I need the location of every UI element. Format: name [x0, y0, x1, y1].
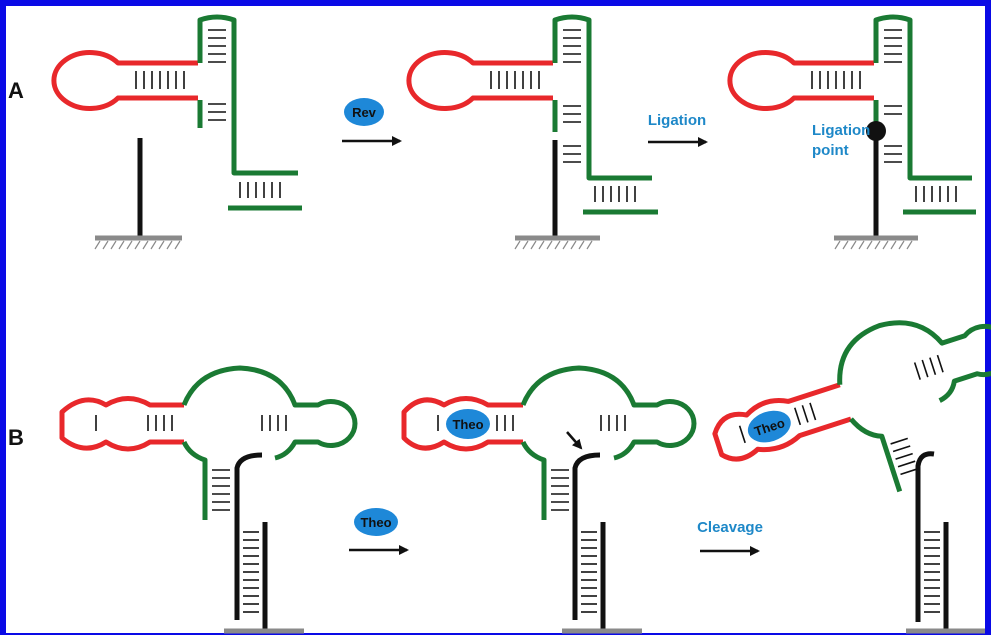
cleavage-label: Cleavage — [697, 519, 763, 536]
theo-label: Theo — [360, 515, 391, 530]
a-state-1 — [51, 14, 302, 250]
panel-label-a: A — [8, 78, 24, 103]
theo-bubble — [354, 508, 398, 536]
theo-step: Theo — [349, 508, 409, 555]
green-strand-top — [197, 14, 298, 176]
cleavage-site-arrow-icon — [566, 431, 583, 450]
rev-label: Rev — [352, 105, 377, 120]
red-strand — [406, 50, 553, 111]
ligation-label: Ligation — [648, 112, 706, 129]
panel-label-b: B — [8, 425, 24, 450]
cleavage-step: Cleavage — [697, 519, 763, 556]
green-strand — [520, 365, 697, 461]
green-strand-stem — [181, 440, 208, 520]
black-strand — [234, 452, 263, 620]
b-state-2: Theo — [401, 365, 697, 634]
theo-label-bound: Theo — [452, 417, 483, 432]
red-strand — [712, 382, 852, 462]
red-strand — [727, 50, 874, 111]
a-state-2 — [406, 14, 658, 250]
red-strand — [59, 396, 184, 452]
rev-bubble — [344, 98, 384, 126]
green-strand — [181, 365, 358, 461]
green-strand-stem — [520, 440, 547, 520]
black-strand — [572, 452, 601, 620]
theo-bubble-bound — [446, 409, 490, 439]
a-state-3: Ligation point — [727, 14, 976, 250]
base-pairs — [135, 71, 185, 89]
rev-step: Rev — [342, 98, 402, 146]
ligation-point-label-line1: Ligation — [812, 122, 870, 139]
green-strand-stem — [849, 417, 903, 493]
red-strand — [401, 396, 523, 452]
red-strand — [51, 50, 198, 111]
green-strand-top — [873, 14, 972, 181]
green-strand — [837, 320, 991, 403]
ligation-step: Ligation — [648, 112, 708, 147]
ligation-point-label-line2: point — [812, 142, 849, 159]
theo-bubble-bound — [747, 410, 791, 443]
ligation-point-dot — [866, 121, 886, 141]
green-strand-top — [552, 14, 652, 181]
black-strand — [915, 451, 935, 622]
surface-hatch — [94, 240, 181, 250]
base-pairs — [208, 29, 281, 198]
b-state-1 — [59, 365, 358, 634]
b-state-3: Theo — [712, 320, 991, 634]
